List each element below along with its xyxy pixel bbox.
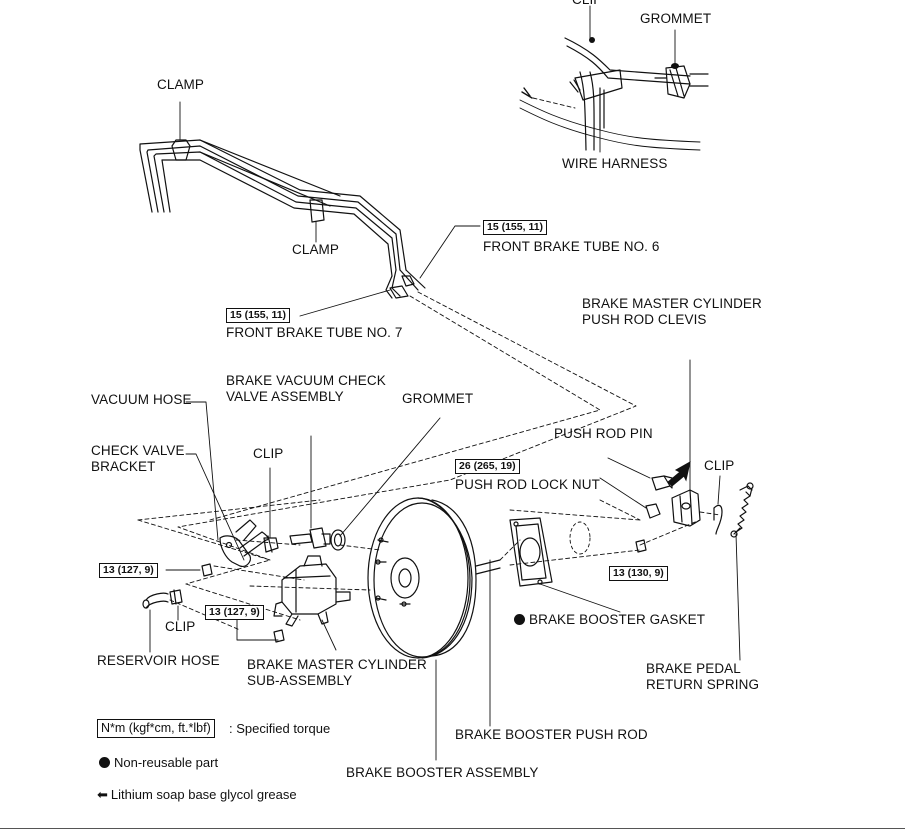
label-clamp-2: CLAMP	[292, 242, 340, 257]
label-master-cyl-sub-1: BRAKE MASTER CYLINDER	[247, 657, 427, 672]
brake-tubes-drawing	[139, 139, 426, 299]
label-reservoir-hose: RESERVOIR HOSE	[97, 653, 220, 668]
label-clip-bottom: CLIP	[165, 619, 196, 634]
label-clip-right: CLIP	[704, 458, 735, 473]
leader-lines-mid	[185, 401, 441, 561]
nut-mid-drawing	[273, 629, 285, 643]
legend-grease: ⬅Lithium soap base glycol grease	[97, 787, 297, 802]
brake-pedal-spring-drawing	[730, 482, 754, 538]
leader-lines-lower-left	[149, 569, 337, 653]
leader-lines-tubes	[179, 101, 481, 317]
check-valve-bracket-drawing	[219, 519, 257, 567]
label-master-cyl-clevis-1: BRAKE MASTER CYLINDER	[582, 296, 762, 311]
torque-nut-mid: 13 (127, 9)	[205, 605, 264, 620]
label-vacuum-check-valve-2: VALVE ASSEMBLY	[226, 389, 344, 404]
label-push-rod-pin: PUSH ROD PIN	[554, 426, 653, 441]
grommet-mid-drawing	[330, 529, 346, 551]
legend-torque-box: N*m (kgf*cm, ft.*lbf)	[97, 719, 215, 738]
label-check-valve-bracket-2: BRACKET	[91, 459, 156, 474]
vacuum-hose-drawing	[239, 531, 269, 557]
grease-arrow-icon: ⬅	[97, 787, 108, 802]
legend-non-reusable: Non-reusable part	[99, 755, 218, 771]
label-push-rod-lock-nut: PUSH ROD LOCK NUT	[455, 477, 600, 492]
leader-lines-booster	[435, 559, 491, 761]
label-grommet-mid: GROMMET	[402, 391, 474, 406]
clip-mid-drawing	[263, 535, 279, 553]
label-brake-booster-assembly: BRAKE BOOSTER ASSEMBLY	[346, 765, 539, 780]
label-brake-pedal-spring-2: RETURN SPRING	[646, 677, 760, 692]
filled-details	[589, 37, 679, 69]
label-brake-booster-push-rod: BRAKE BOOSTER PUSH ROD	[455, 727, 648, 742]
label-wire-harness: WIRE HARNESS	[562, 156, 668, 171]
torque-tube-6: 15 (155, 11)	[483, 220, 548, 235]
clip-right-drawing	[713, 504, 723, 535]
brake-booster-drawing	[367, 497, 501, 659]
footer-divider	[0, 828, 905, 829]
label-front-brake-tube-7: FRONT BRAKE TUBE NO. 7	[226, 325, 403, 340]
clip-bottom-drawing	[169, 589, 183, 605]
non-reusable-dot-icon	[514, 614, 525, 625]
brake-booster-gasket-drawing	[509, 517, 553, 587]
label-vacuum-hose: VACUUM HOSE	[91, 392, 192, 407]
assembly-dashed-outline	[137, 291, 721, 631]
reservoir-hose-drawing	[142, 592, 169, 609]
label-master-cyl-clevis-2: PUSH ROD CLEVIS	[582, 312, 707, 327]
label-front-brake-tube-6: FRONT BRAKE TUBE NO. 6	[483, 239, 660, 254]
nut-left-drawing	[201, 563, 213, 577]
label-brake-pedal-spring-1: BRAKE PEDAL	[646, 661, 741, 676]
lock-nut-drawing	[645, 503, 661, 519]
torque-lock-nut: 26 (265, 19)	[455, 459, 520, 474]
master-cylinder-drawing	[273, 555, 351, 627]
check-valve-drawing	[289, 527, 331, 549]
torque-tube-7: 15 (155, 11)	[226, 308, 291, 323]
label-clip-top: CLIP	[572, 0, 602, 8]
label-check-valve-bracket-1: CHECK VALVE	[91, 443, 185, 458]
label-brake-booster-gasket: BRAKE BOOSTER GASKET	[514, 612, 705, 628]
non-reusable-dot-icon	[99, 757, 110, 768]
grease-arrow-icon	[667, 461, 691, 487]
leader-lines-gasket	[539, 521, 621, 613]
legend-torque-text: : Specified torque	[229, 721, 331, 736]
label-clamp-1: CLAMP	[157, 77, 205, 92]
label-vacuum-check-valve-1: BRAKE VACUUM CHECK	[226, 373, 386, 388]
torque-nut-left: 13 (127, 9)	[99, 563, 158, 578]
nut-right-drawing	[635, 539, 647, 553]
torque-nut-right: 13 (130, 9)	[609, 566, 668, 581]
wire-harness-drawing	[519, 37, 709, 151]
leader-lines-right	[599, 359, 741, 661]
leader-lines-top	[589, 5, 676, 153]
push-rod-clevis-drawing	[671, 489, 701, 527]
label-master-cyl-sub-2: SUB-ASSEMBLY	[247, 673, 353, 688]
label-grommet-top: GROMMET	[640, 11, 712, 26]
label-clip-mid: CLIP	[253, 446, 284, 461]
